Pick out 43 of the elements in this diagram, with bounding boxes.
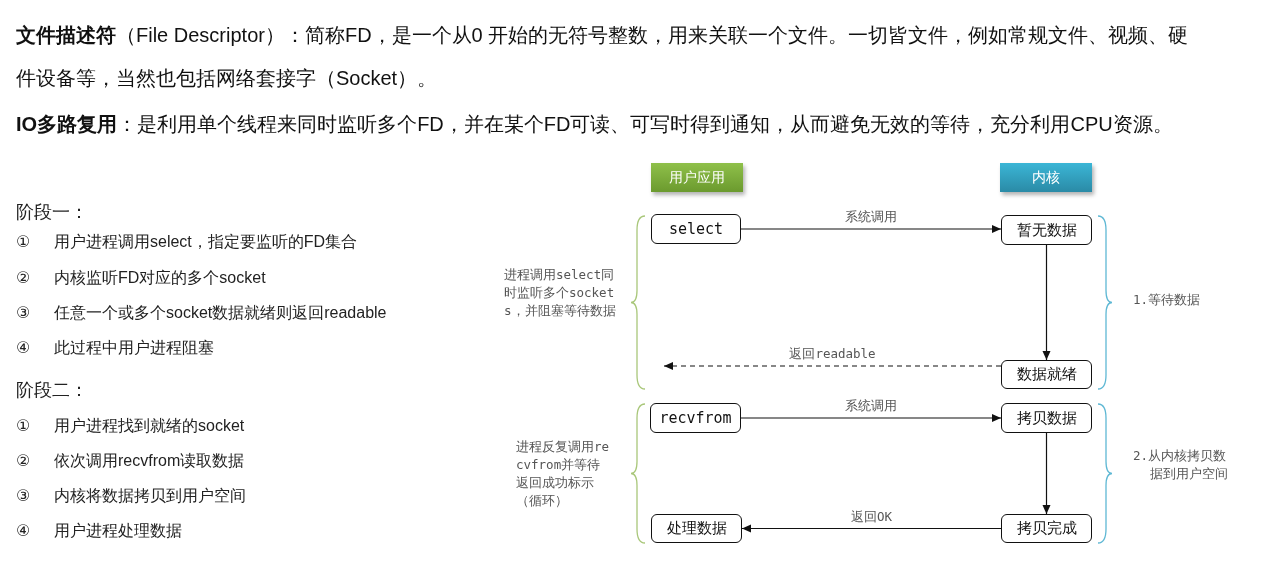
list-number: ② [16, 451, 31, 470]
list-item: 内核将数据拷贝到用户空间 [54, 486, 246, 506]
list-number: ③ [16, 486, 31, 505]
list-item: 用户进程找到就绪的socket [54, 416, 245, 436]
list-number: ④ [16, 338, 31, 357]
edge-label: 系统调用 [843, 209, 899, 226]
paragraph: 文件描述符（File Descriptor）：简称FD，是一个从0 开始的无符号整数，用来关联一个文件。一切皆文件，例如常规文件、视频、硬件设备等，当然也包括网络套接字（Socket）。 [16, 23, 1190, 91]
arrow [663, 362, 1002, 370]
list-item: 内核监听FD对应的多个socket [54, 268, 266, 288]
column-header: 内核 [1000, 163, 1092, 192]
bracket-note: 进程反复调用recvfrom并等待返回成功标示（循环） [516, 438, 611, 510]
step-box: select [651, 214, 741, 244]
arrow [1042, 244, 1051, 361]
list-number: ① [16, 232, 31, 251]
list-number: ③ [16, 303, 31, 322]
list-item: 此过程中用户进程阻塞 [54, 338, 214, 358]
step-box: 拷贝数据 [1001, 403, 1092, 433]
edge-label: 系统调用 [843, 398, 899, 415]
step-box: 拷贝完成 [1001, 514, 1092, 543]
step-box: recvfrom [650, 403, 741, 433]
section-heading: 阶段二： [16, 379, 88, 402]
arrow [1042, 432, 1051, 515]
arrow [740, 225, 1002, 233]
list-item: 用户进程处理数据 [54, 521, 182, 541]
bracket-note: 进程调用select同时监听多个sockets，并阻塞等待数据 [504, 266, 617, 320]
edge-label: 返回readable [787, 346, 878, 363]
bracket-note: 2.从内核拷贝数据到用户空间 [1133, 447, 1229, 483]
paragraph: IO多路复用：是利用单个线程来同时监听多个FD，并在某个FD可读、可写时得到通知，从而避免无效的等待，充分利用CPU资源。 [16, 112, 1174, 137]
list-item: 依次调用recvfrom读取数据 [54, 451, 245, 471]
step-box: 处理数据 [651, 514, 742, 543]
arrow [740, 414, 1002, 422]
list-item: 任意一个或多个socket数据就绪则返回readable [54, 303, 387, 323]
step-box: 暂无数据 [1001, 215, 1092, 245]
step-box: 数据就绪 [1001, 360, 1092, 389]
list-item: 用户进程调用select，指定要监听的FD集合 [54, 232, 358, 252]
list-number: ① [16, 416, 31, 435]
bracket-note: 1.等待数据 [1133, 291, 1202, 309]
edge-label: 返回OK [848, 508, 895, 526]
column-header: 用户应用 [651, 163, 743, 192]
arrow [741, 524, 1002, 533]
section-heading: 阶段一： [16, 201, 88, 224]
list-number: ② [16, 268, 31, 287]
list-number: ④ [16, 521, 31, 540]
